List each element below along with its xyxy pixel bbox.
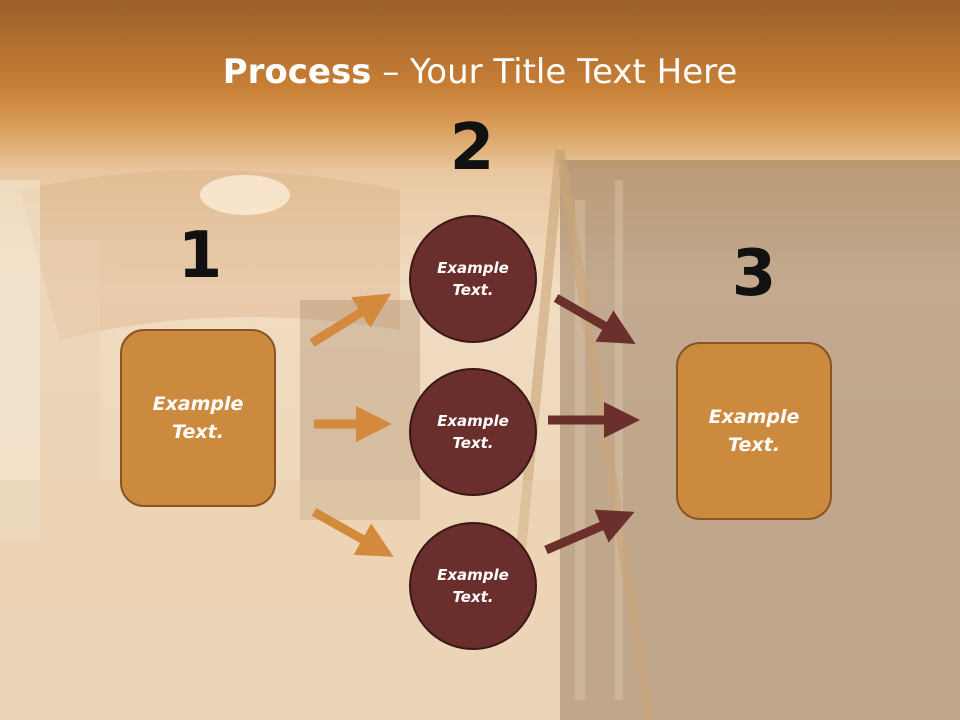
circle-top-label: Example Text. xyxy=(437,258,509,300)
title-rest: – Your Title Text Here xyxy=(371,52,738,92)
circle-middle: Example Text. xyxy=(409,368,537,496)
step-number-1: 1 xyxy=(177,219,223,293)
step-3-label: Example Text. xyxy=(708,405,800,457)
arrow-circle-top-to-box3 xyxy=(553,294,636,345)
step-number-2: 2 xyxy=(449,111,495,185)
arrow-box1-to-circle-top xyxy=(309,293,392,347)
circle-middle-label: Example Text. xyxy=(437,411,509,453)
step-1-label: Example Text. xyxy=(152,392,244,444)
circle-top: Example Text. xyxy=(409,215,537,343)
title-bold: Process xyxy=(222,52,372,92)
step-number-3: 3 xyxy=(731,237,777,311)
page-title: Process – Your Title Text Here xyxy=(0,52,960,92)
step-3-box: Example Text. xyxy=(676,342,832,520)
circle-bottom: Example Text. xyxy=(409,522,537,650)
step-1-box: Example Text. xyxy=(120,329,276,507)
arrow-box1-to-circle-bottom xyxy=(311,508,394,557)
circle-bottom-label: Example Text. xyxy=(437,565,509,607)
arrow-circle-bottom-to-box3 xyxy=(544,509,635,555)
